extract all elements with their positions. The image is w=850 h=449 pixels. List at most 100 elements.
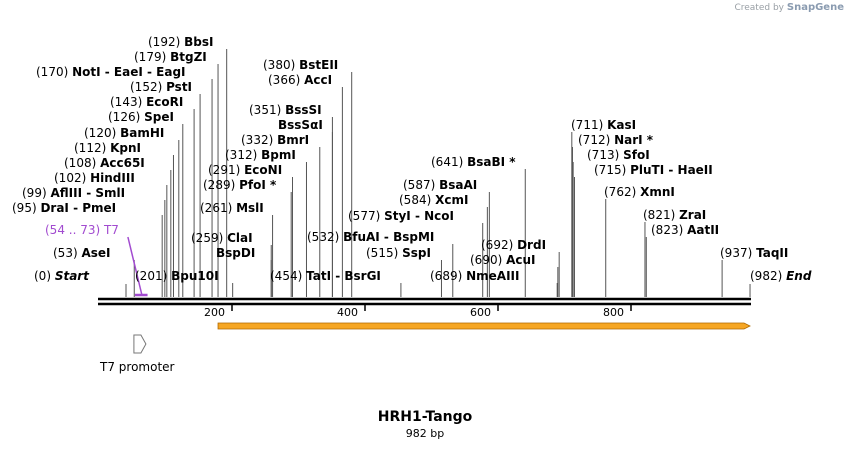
leader-lines [125,49,751,297]
site-name: AccI [304,73,333,87]
site-name: MslI [236,201,264,215]
site-label-btgzi[interactable]: (179) BtgZI [134,50,207,64]
site-label-xmni[interactable]: (762) XmnI [604,185,675,199]
site-label-drdi[interactable]: (692) DrdI [481,238,546,252]
site-name: SspI [402,246,431,260]
site-label-bsabi[interactable]: (641) BsaBI * [431,155,516,169]
site-name: AcuI [506,253,536,267]
site-name: PluTI - HaeII [630,163,713,177]
site-label-bsssi[interactable]: (351) BssSI [249,103,322,117]
site-label-spei[interactable]: (126) SpeI [108,110,174,124]
site-label-tati[interactable]: (454) TatI - BsrGI [270,269,381,283]
site-name: AatII [687,223,720,237]
site-position: (53) [53,246,82,260]
site-label-bpu10i[interactable]: (201) Bpu10I [135,269,219,283]
site-label-bsssi[interactable]: BssSαI [278,118,323,132]
site-label-sfoi[interactable]: (713) SfoI [587,148,650,162]
site-label-acci[interactable]: (366) AccI [268,73,332,87]
site-position: (152) [130,80,167,94]
t7-promoter-label: T7 promoter [100,360,175,374]
site-label-aatii[interactable]: (823) AatII [651,223,719,237]
site-label-acc65i[interactable]: (108) Acc65I [64,156,145,170]
site-position: (821) [643,208,680,222]
site-name: PfoI * [239,178,277,192]
site-position: (102) [54,171,91,185]
site-label-end[interactable]: (982) End [750,269,811,283]
site-position: (711) [571,118,608,132]
site-name: EcoNI [244,163,283,177]
site-name: Bpu10I [171,269,219,283]
site-label-pluti[interactable]: (715) PluTI - HaeII [594,163,713,177]
site-label-taqii[interactable]: (937) TaqII [720,246,788,260]
site-label-econi[interactable]: (291) EcoNI [208,163,282,177]
site-name: TatI - BsrGI [306,269,381,283]
site-label-ecori[interactable]: (143) EcoRI [110,95,183,109]
site-label-drai[interactable]: (95) DraI - PmeI [12,201,116,215]
site-name: ZraI [679,208,707,222]
site-label-asei[interactable]: (53) AseI [53,246,111,260]
site-name: BssSI [285,103,322,117]
site-name: BstEII [299,58,339,72]
site-label-msli[interactable]: (261) MslI [200,201,264,215]
site-label-sspi[interactable]: (515) SspI [366,246,431,260]
site-label-bfuai[interactable]: (532) BfuAI - BspMI [307,230,434,244]
primer-label[interactable]: (54 .. 73) T7 [45,223,119,237]
promoter-arrow-icon [133,334,147,354]
site-name: Acc65I [100,156,145,170]
site-label-xcmi[interactable]: (584) XcmI [399,193,468,207]
site-position: (577) [348,209,385,223]
site-name: DraI - PmeI [40,201,117,215]
site-position: (532) [307,230,344,244]
site-label-clai[interactable]: (259) ClaI [191,231,253,245]
site-label-bpmi[interactable]: (312) BpmI [225,148,296,162]
snapgene-credit: Created by SnapGene [734,2,844,13]
site-label-bspdi[interactable]: BspDI [216,246,255,260]
site-label-bbsi[interactable]: (192) BbsI [148,35,213,49]
site-position: (351) [249,103,286,117]
site-label-bsaai[interactable]: (587) BsaAI [403,178,477,192]
site-position: (641) [431,155,468,169]
site-name: PstI [166,80,193,94]
site-label-hindiii[interactable]: (102) HindIII [54,171,135,185]
site-position: (937) [720,246,757,260]
site-label-psti[interactable]: (152) PstI [130,80,192,94]
site-position: (259) [191,231,228,245]
site-position: (170) [36,65,73,79]
site-label-bsteii[interactable]: (380) BstEII [263,58,338,72]
site-position: (380) [263,58,300,72]
site-label-kpni[interactable]: (112) KpnI [74,141,141,155]
t7-promoter-feature [133,334,147,354]
site-position: (982) [750,269,787,283]
site-label-acui[interactable]: (690) AcuI [470,253,536,267]
site-label-kasi[interactable]: (711) KasI [571,118,636,132]
site-name: BsaAI [439,178,478,192]
axis-ticks [231,305,632,311]
site-label-nari[interactable]: (712) NarI * [578,133,653,147]
site-position: (312) [225,148,262,162]
site-position: (689) [430,269,467,283]
site-position: (515) [366,246,403,260]
site-name: ClaI [227,231,253,245]
site-label-bamhi[interactable]: (120) BamHI [84,126,164,140]
site-label-bmri[interactable]: (332) BmrI [241,133,309,147]
site-position: (584) [399,193,436,207]
site-label-nmeaiii[interactable]: (689) NmeAIII [430,269,519,283]
site-label-noti[interactable]: (170) NotI - EaeI - EagI [36,65,186,79]
site-position: (201) [135,269,172,283]
site-name: NotI - EaeI - EagI [72,65,186,79]
axis-tick-label: 200 [204,306,225,319]
site-position: (0) [34,269,55,283]
site-label-start[interactable]: (0) Start [34,269,89,283]
site-label-zrai[interactable]: (821) ZraI [643,208,706,222]
site-position: (143) [110,95,147,109]
site-label-pfoi[interactable]: (289) PfoI * [203,178,276,192]
site-position: (713) [587,148,624,162]
site-position: (366) [268,73,305,87]
site-name: SpeI [144,110,174,124]
site-name: BtgZI [170,50,207,64]
site-position: (587) [403,178,440,192]
orf-arrow-shape [217,322,751,330]
site-label-afliii[interactable]: (99) AflIII - SmlI [22,186,125,200]
site-label-styi[interactable]: (577) StyI - NcoI [348,209,454,223]
site-name: BmrI [277,133,310,147]
